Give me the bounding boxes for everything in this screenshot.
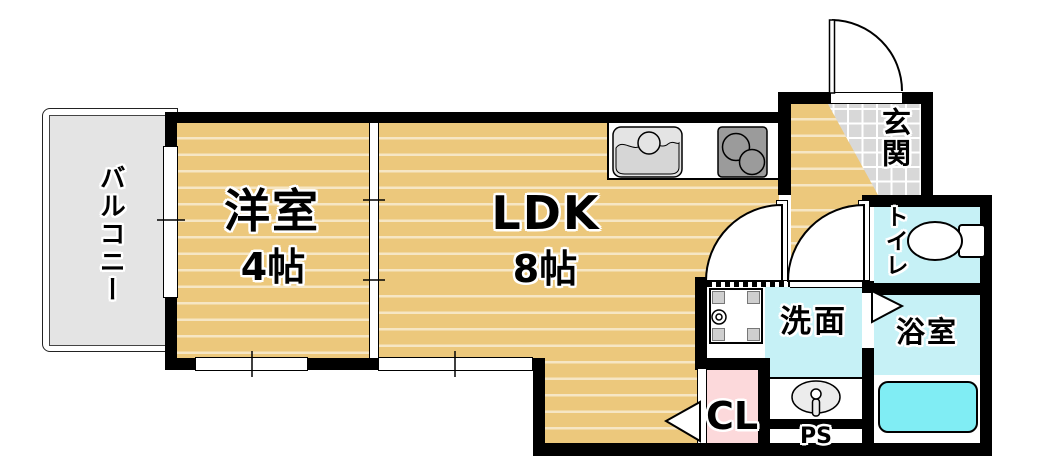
wall-toilet-top [862, 195, 992, 207]
pan-corner [712, 328, 725, 341]
washroom-threshold [790, 279, 862, 288]
ldk-size-label: 8帖 [512, 247, 578, 291]
wall-bath-toilet [862, 283, 992, 295]
wall-closet-top [695, 358, 770, 370]
hallway-floor [791, 195, 862, 281]
wall-kitchen-side [778, 92, 791, 195]
pan-corner [747, 328, 760, 341]
washroom-label: 洗面 [780, 304, 848, 340]
pipe-space-label: PS [800, 424, 832, 449]
washroom-floor [765, 284, 862, 377]
western-room-size-label: 4帖 [240, 245, 306, 289]
bathroom-label: 浴室 [895, 315, 958, 349]
washbasin-area [770, 377, 862, 419]
western-room-label: 洋室 [224, 184, 320, 238]
ldk-door-leaf [776, 200, 788, 281]
wall-ps-top [758, 419, 862, 429]
entrance-label: 玄関 [877, 107, 912, 169]
pan-corner [747, 291, 760, 304]
laundry-open-boundary [707, 279, 790, 287]
pipe-space-area [770, 429, 862, 443]
wall-step [533, 358, 545, 456]
sliding-partition [369, 123, 379, 358]
kitchen-counter [607, 123, 779, 180]
entrance-door-gap [831, 92, 902, 104]
ldk-floor-lower [545, 281, 701, 443]
toilet-label: トイレ [881, 205, 908, 277]
bathtub-icon [878, 381, 978, 433]
wall-top [165, 112, 790, 123]
wall-toilet-left-lower [862, 348, 874, 455]
washing-machine-pan-icon [709, 288, 763, 344]
entrance-door-icon [828, 19, 903, 94]
wall-right [980, 195, 992, 456]
balcony-window [163, 146, 178, 298]
balcony-label: バルコニー [95, 164, 126, 304]
closet-label: CL [705, 394, 759, 438]
wall-entrance-right [921, 92, 933, 200]
closet-floor [707, 368, 758, 444]
window-south-western-room [195, 357, 308, 371]
balcony-floor [49, 115, 167, 346]
wall-alcove-left [695, 277, 707, 368]
pan-corner [712, 291, 725, 304]
western-room-floor [177, 123, 369, 358]
ldk-label: LDK [491, 186, 601, 240]
toilet-door-leaf [858, 200, 870, 281]
wall-closet-right [758, 368, 770, 456]
window-south-ldk [378, 357, 533, 371]
